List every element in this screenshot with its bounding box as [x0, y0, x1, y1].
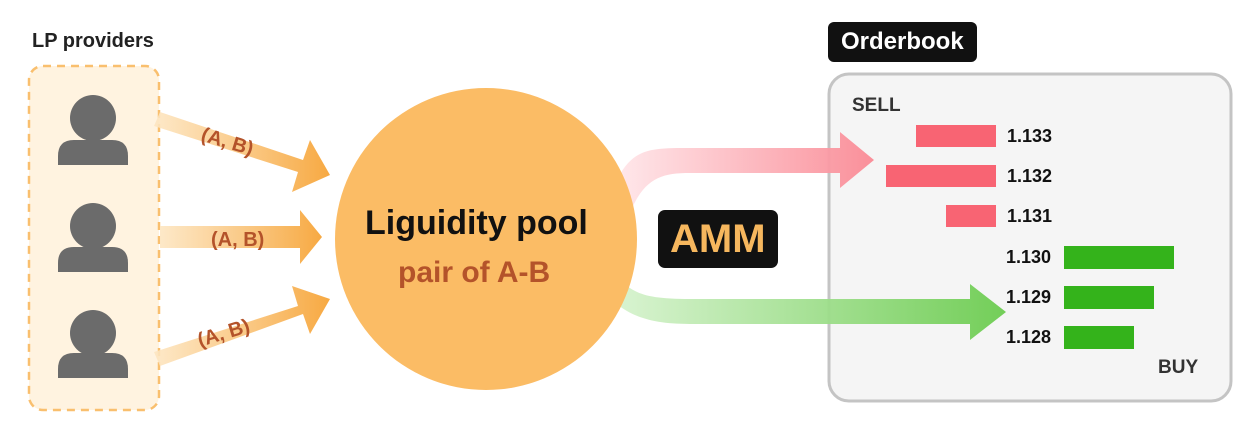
user-icon — [58, 310, 128, 378]
sell-order-bar — [916, 125, 996, 147]
sell-price: 1.131 — [1007, 206, 1053, 226]
flow-arrow — [154, 286, 330, 366]
sell-arrow — [616, 132, 874, 208]
flow-arrow — [154, 112, 330, 192]
flow-arrow — [160, 210, 322, 264]
buy-price: 1.129 — [1006, 287, 1052, 307]
sell-price: 1.133 — [1007, 126, 1053, 146]
buy-label: BUY — [1158, 357, 1199, 378]
flow-label: (A, B) — [211, 229, 264, 251]
lp-providers-title: LP providers — [32, 30, 154, 52]
buy-order-bar — [1064, 246, 1174, 269]
pool-title: Liguidity pool — [365, 204, 588, 242]
amm-badge: AMM — [658, 210, 778, 268]
liquidity-pool-circle — [335, 88, 637, 390]
flow-label: (A, B) — [199, 124, 256, 161]
sell-price: 1.132 — [1007, 166, 1053, 186]
pool-subtitle: pair of A-B — [398, 256, 551, 289]
buy-price: 1.128 — [1006, 327, 1052, 347]
buy-arrow — [612, 282, 1006, 340]
orderbook-box — [827, 72, 1233, 403]
sell-order-bar — [946, 205, 996, 227]
flow-label: (A, B) — [195, 315, 252, 352]
sell-order-bar — [886, 165, 996, 187]
buy-order-bar — [1064, 286, 1154, 309]
orderbook-title: Orderbook — [828, 22, 977, 62]
sell-label: SELL — [852, 95, 901, 116]
buy-order-bar — [1064, 326, 1134, 349]
buy-price: 1.130 — [1006, 247, 1052, 267]
user-icon — [58, 95, 128, 165]
user-icon — [58, 203, 128, 272]
